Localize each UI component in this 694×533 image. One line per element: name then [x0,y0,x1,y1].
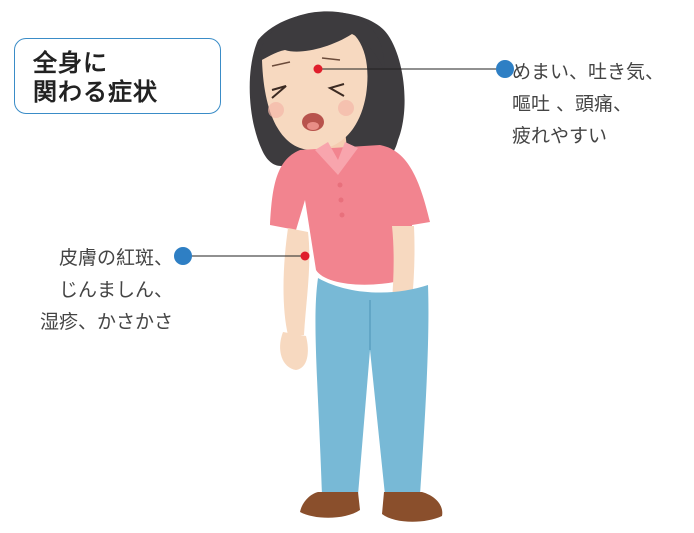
head-symptoms-label: めまい、吐き気、 嘔吐 、頭痛、 疲れやすい [512,56,664,152]
tongue [307,122,319,130]
face [262,21,368,151]
skin-symptoms-line-3: 湿疹、かさかさ [39,311,173,333]
hair-bangs [258,11,385,70]
title-box: 全身に 関わる症状 [14,38,221,114]
title-line-1: 全身に [33,49,108,77]
eye-left [271,85,287,99]
eye-right [327,83,345,97]
arm-symptom-marker [300,251,310,261]
button-3 [339,212,345,218]
brow-right [321,57,341,61]
shirt [270,145,430,285]
button-2 [338,197,344,203]
head-symptoms-line-2: 嘔吐 、頭痛、 [512,93,633,115]
shoe-right [382,492,443,522]
button-1 [337,182,343,188]
skin-symptoms-line-2: じんましん、 [58,279,173,301]
collar [315,142,358,175]
title-line-2: 関わる症状 [33,78,158,106]
head-symptoms-line-1: めまい、吐き気、 [512,61,665,83]
skin-symptoms-line-1: 皮膚の紅斑、 [58,247,173,269]
arm-left [283,228,310,335]
brow-left [271,61,291,67]
head-symptoms-line-3: 疲れやすい [512,125,608,147]
hand-left [280,332,308,370]
cheek-left [268,102,284,118]
shoe-left [300,492,360,518]
head-symptom-marker [313,64,323,74]
callout-dot-head [496,60,514,78]
callout-dot-arm [174,247,192,265]
jeans [315,278,429,495]
cheek-right [338,100,354,116]
skin-symptoms-label: 皮膚の紅斑、 じんましん、 湿疹、かさかさ [40,242,173,338]
